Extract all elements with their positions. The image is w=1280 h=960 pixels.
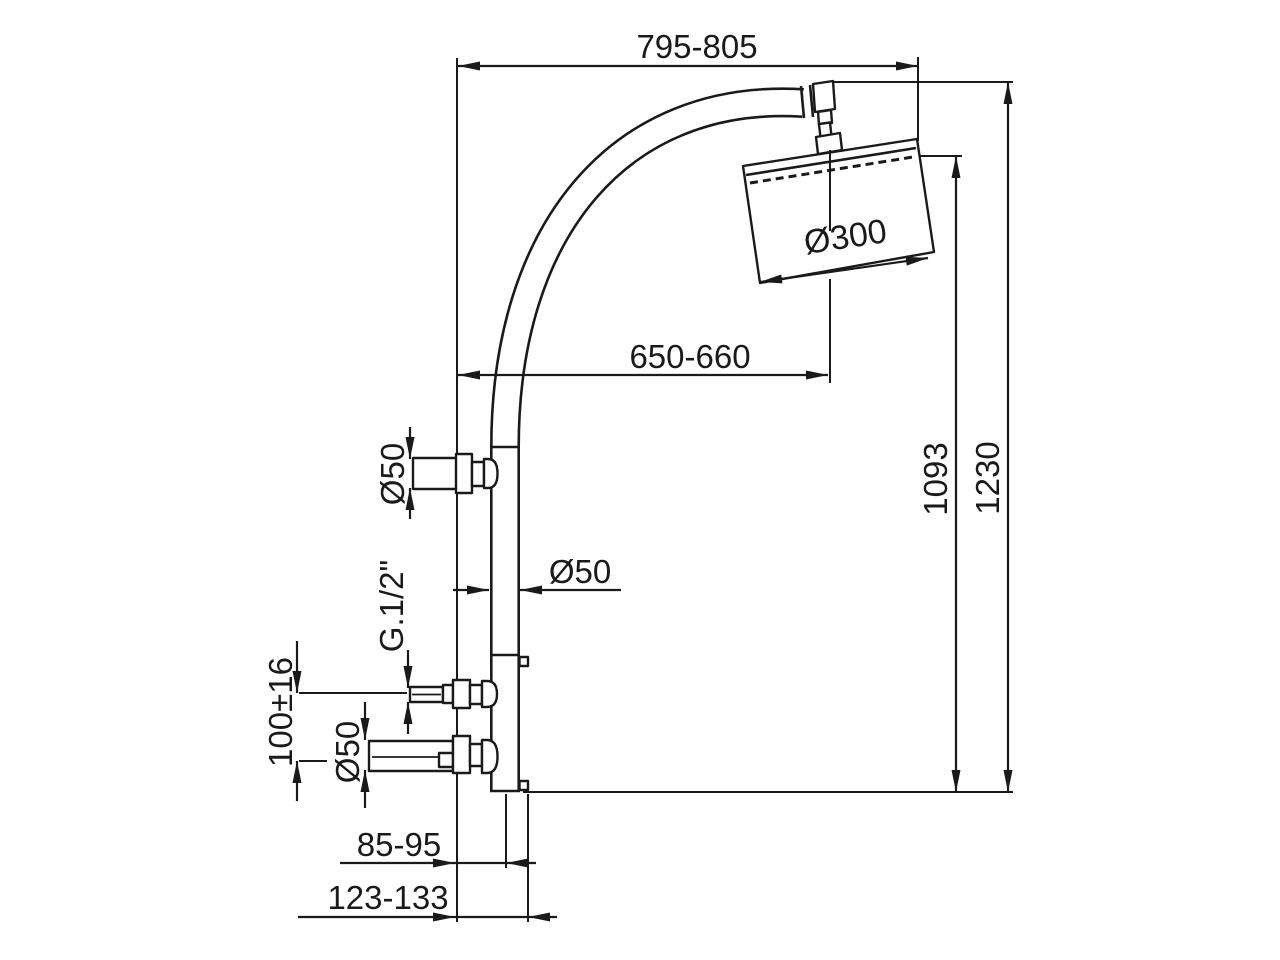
dim-label-column-diameter: Ø50 bbox=[549, 553, 611, 590]
arrowhead-up bbox=[403, 702, 413, 724]
dim-inlet-spacing: 100±16 bbox=[262, 641, 302, 801]
inlet-bottom-neck bbox=[468, 742, 484, 768]
dim-overall-width: 795-805 bbox=[458, 28, 918, 71]
arrowhead-right bbox=[896, 61, 918, 71]
arm-joint-line-1 bbox=[799, 85, 806, 119]
dim-label-inlet-thread: G.1/2" bbox=[373, 560, 410, 652]
arrowhead-bottom bbox=[1003, 770, 1013, 792]
inlet-top-step bbox=[441, 683, 455, 705]
dim-label-overall-width: 795-805 bbox=[636, 28, 757, 65]
dim-head-offset: 650-660 bbox=[458, 338, 828, 380]
arrowhead-bottom bbox=[951, 770, 961, 792]
dim-label-wall-to-axis: 85-95 bbox=[357, 826, 441, 863]
wall-bracket bbox=[411, 452, 499, 495]
inlet-top-flange bbox=[451, 678, 472, 710]
dim-bracket-diameter: Ø50 bbox=[374, 427, 415, 519]
arrowhead-right bbox=[433, 912, 455, 922]
inlet-top-neck bbox=[468, 683, 484, 706]
arrowhead-right bbox=[433, 858, 455, 868]
bracket-flange bbox=[454, 452, 474, 495]
bracket-nose bbox=[482, 457, 499, 490]
arrowhead-up bbox=[405, 488, 415, 510]
dim-label-head-face-height: 1093 bbox=[917, 442, 954, 515]
bracket-tube bbox=[411, 456, 459, 491]
dim-label-bracket-diameter: Ø50 bbox=[374, 443, 411, 505]
dim-head-face-height: 1093 bbox=[917, 156, 961, 792]
dim-inlet-diameter: Ø50 bbox=[329, 702, 370, 808]
handle-tab-lower bbox=[518, 779, 530, 792]
bracket-neck bbox=[470, 460, 486, 488]
dim-label-inlet-diameter: Ø50 bbox=[329, 721, 366, 783]
dim-label-wall-to-front: 123-133 bbox=[327, 879, 448, 916]
arm-collar bbox=[811, 79, 837, 114]
column-and-arm bbox=[490, 87, 804, 793]
arrowhead-down bbox=[292, 671, 302, 693]
arrowhead-down bbox=[360, 718, 370, 740]
arrowhead-left bbox=[760, 274, 783, 284]
arrowhead-left bbox=[528, 912, 550, 922]
dim-label-head-offset: 650-660 bbox=[629, 338, 750, 375]
arrowhead-left bbox=[458, 61, 480, 71]
arrowhead-left bbox=[458, 370, 480, 380]
arrowhead-right bbox=[806, 370, 828, 380]
handle-tab-upper bbox=[518, 655, 530, 668]
arrowhead-left bbox=[520, 585, 542, 595]
dim-line bbox=[759, 256, 929, 284]
arrowhead-up bbox=[360, 770, 370, 792]
arm-joint-line-2 bbox=[808, 84, 815, 118]
arrowhead-left bbox=[506, 858, 528, 868]
dim-column-diameter: Ø50 bbox=[453, 553, 621, 595]
arrowhead-down bbox=[405, 437, 415, 459]
arrowhead-right bbox=[905, 256, 928, 266]
dim-inlet-thread: G.1/2" bbox=[373, 560, 413, 734]
dim-overall-height: 1230 bbox=[969, 82, 1013, 792]
arrowhead-top bbox=[1003, 82, 1013, 104]
dim-label-overall-height: 1230 bbox=[969, 441, 1006, 514]
swivel-step-1 bbox=[816, 108, 834, 127]
shower-head bbox=[741, 137, 936, 285]
arrowhead-down bbox=[403, 666, 413, 688]
inlet-bottom bbox=[367, 734, 499, 775]
arm-fitting bbox=[799, 79, 844, 156]
inlet-top-nose bbox=[480, 679, 499, 709]
inlet-top bbox=[408, 678, 499, 710]
head-nozzle-dashes bbox=[749, 155, 914, 185]
arrowhead-right bbox=[467, 585, 489, 595]
dim-wall-to-axis: 85-95 bbox=[340, 826, 536, 868]
pipe-body bbox=[492, 89, 804, 791]
inlet-bottom-flange bbox=[451, 734, 472, 775]
dim-label-inlet-spacing: 100±16 bbox=[262, 657, 299, 767]
arrowhead-top bbox=[951, 156, 961, 178]
arrowhead-up bbox=[292, 761, 302, 783]
inlet-bottom-insert bbox=[437, 751, 455, 769]
inlet-bottom-nose bbox=[480, 738, 499, 775]
dim-wall-to-front: 123-133 bbox=[298, 879, 557, 922]
